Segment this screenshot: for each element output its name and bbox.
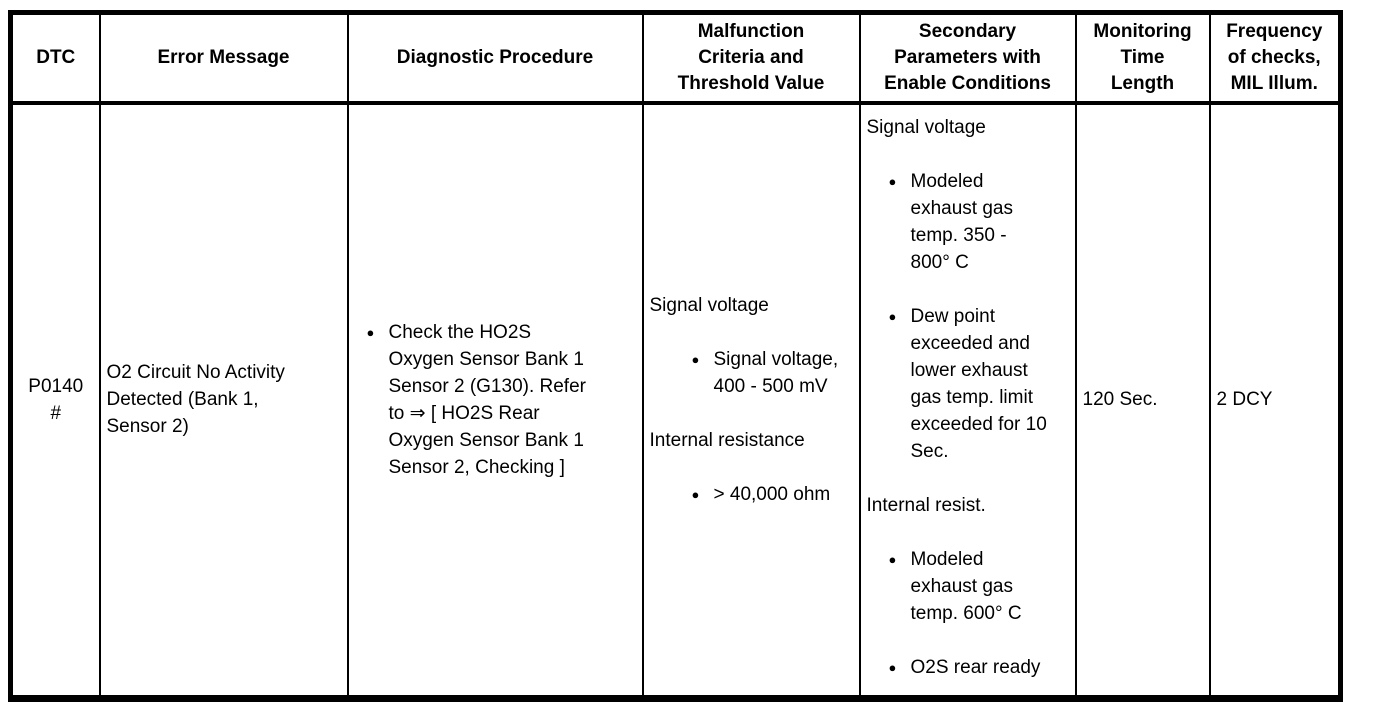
cell-label: Signal voltage <box>866 117 986 138</box>
frequency-value: 2 DCY <box>1216 389 1273 411</box>
error-message-text: O2 Circuit No Activity Detected (Bank 1,… <box>106 362 285 438</box>
dtc-diagnostic-table: DTC Error Message Diagnostic Procedure M… <box>8 10 1343 702</box>
header-frequency-of-checks: Frequency of checks, MIL Illum. <box>1208 12 1342 105</box>
cell-frequency-of-checks: 2 DCY <box>1208 103 1342 698</box>
table-row: P0140 # O2 Circuit No Activity Detected … <box>9 103 1342 698</box>
bullet-item: ● Modeled exhaust gas temp. 350 - 800° C <box>867 168 1069 276</box>
cell-malfunction-criteria: Signal voltage ● Signal voltage, 400 - 500… <box>641 103 861 698</box>
secondary-parameters-list: Signal voltage ● Modeled exhaust gas temp.… <box>867 114 1069 681</box>
cell-label: Signal voltage <box>649 294 769 316</box>
cell-dtc: P0140 # <box>9 103 101 698</box>
bullet-icon: ● <box>691 486 700 502</box>
bullet-item: ● > 40,000 ohm <box>650 481 853 508</box>
bullet-text: Modeled exhaust gas temp. 600° C <box>910 549 1022 624</box>
bullet-icon: ● <box>691 351 700 367</box>
bullet-text: Dew point exceeded and lower exhaust gas… <box>910 306 1047 462</box>
cell-monitoring-time: 120 Sec. <box>1074 103 1211 698</box>
header-error-message: Error Message <box>98 12 349 105</box>
bullet-item: ● Check the HO2S Oxygen Sensor Bank 1 Sen… <box>355 319 636 481</box>
bullet-item: ● Modeled exhaust gas temp. 600° C <box>867 546 1069 627</box>
cell-secondary-parameters: Signal voltage ● Modeled exhaust gas temp.… <box>858 103 1077 698</box>
bullet-text: Check the HO2S Oxygen Sensor Bank 1 Sens… <box>388 321 586 478</box>
cell-label: Internal resistance <box>649 429 805 451</box>
header-diagnostic-procedure: Diagnostic Procedure <box>346 12 644 105</box>
cell-diagnostic-procedure: ● Check the HO2S Oxygen Sensor Bank 1 Sen… <box>346 103 644 698</box>
bullet-item: ● Signal voltage, 400 - 500 mV <box>650 346 853 400</box>
bullet-icon: ● <box>888 174 897 189</box>
header-dtc: DTC <box>9 12 101 105</box>
bullet-text: O2S rear ready <box>910 657 1041 678</box>
header-malfunction-criteria: Malfunction Criteria and Threshold Value <box>641 12 861 105</box>
cell-error-message: O2 Circuit No Activity Detected (Bank 1,… <box>98 103 349 698</box>
bullet-item: ● Dew point exceeded and lower exhaust ga… <box>867 303 1069 465</box>
bullet-icon: ● <box>888 552 897 567</box>
header-monitoring-time: Monitoring Time Length <box>1074 12 1211 105</box>
diagnostic-procedure-list: ● Check the HO2S Oxygen Sensor Bank 1 Sen… <box>355 319 636 481</box>
header-row: DTC Error Message Diagnostic Procedure M… <box>9 12 1342 105</box>
bullet-text: > 40,000 ohm <box>713 483 831 505</box>
malfunction-criteria-list: Signal voltage ● Signal voltage, 400 - 500… <box>650 292 853 508</box>
bullet-icon: ● <box>366 324 375 340</box>
header-secondary-parameters: Secondary Parameters with Enable Conditi… <box>858 12 1077 105</box>
bullet-item: ● O2S rear ready <box>867 654 1069 681</box>
cell-label: Internal resist. <box>866 495 986 516</box>
bullet-icon: ● <box>888 309 897 324</box>
bullet-text: Modeled exhaust gas temp. 350 - 800° C <box>910 171 1013 273</box>
monitoring-time-value: 120 Sec. <box>1082 389 1158 411</box>
bullet-text: Signal voltage, 400 - 500 mV <box>713 348 839 397</box>
bullet-icon: ● <box>888 660 897 675</box>
dtc-code: P0140 # <box>28 375 84 424</box>
